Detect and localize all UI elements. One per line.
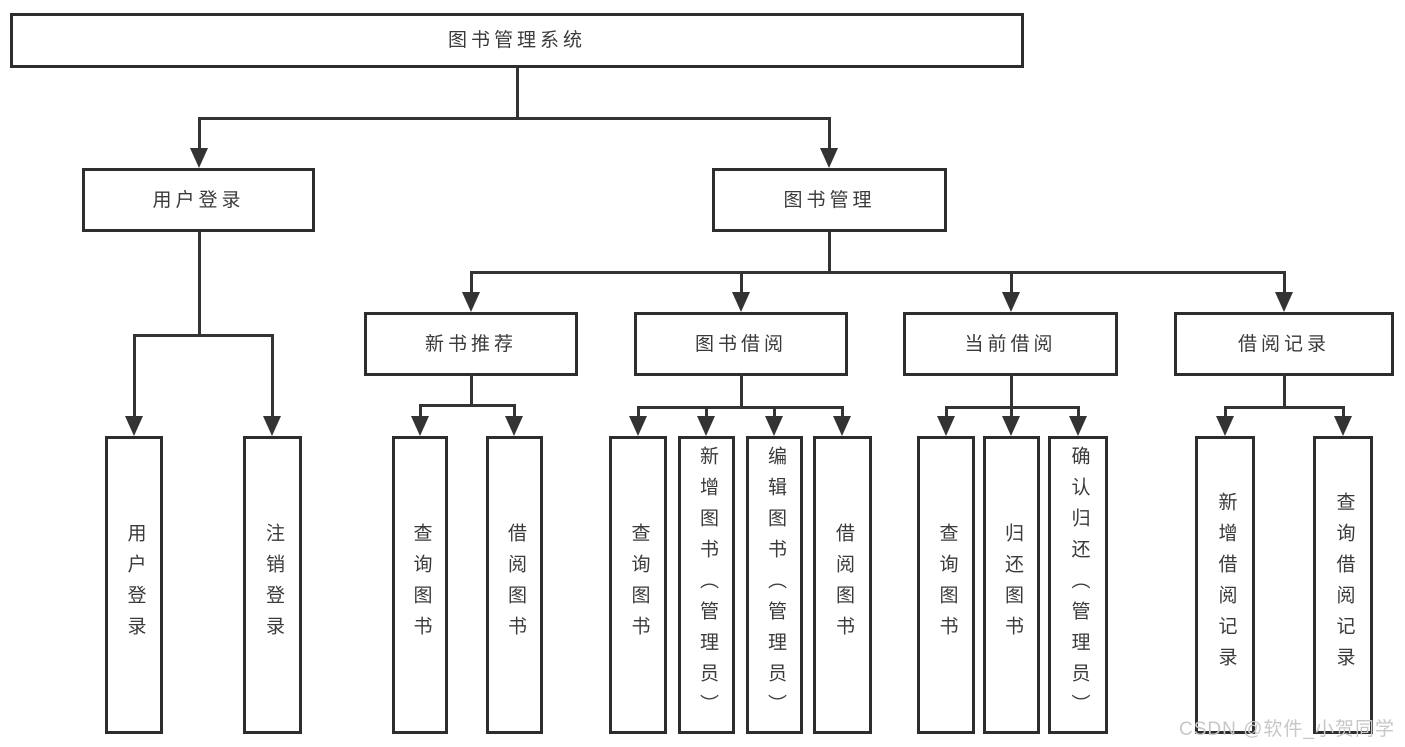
arrow-down-icon (697, 416, 715, 436)
arrow-down-icon (190, 148, 208, 168)
arrow-down-icon (629, 416, 647, 436)
connector-line (705, 406, 708, 422)
connector-line (740, 373, 743, 408)
connector-line (1342, 406, 1345, 422)
leaf-borrow-books-recommend: 借阅图书 (486, 436, 543, 734)
connector-line (945, 406, 948, 422)
leaf-logout: 注销登录 (243, 436, 302, 734)
connector-line (419, 404, 422, 422)
connector-line (637, 406, 640, 422)
arrow-down-icon (820, 148, 838, 168)
arrow-down-icon (1002, 292, 1020, 312)
watermark: CSDN @软件_小贺同学 (1179, 719, 1395, 740)
connector-line (513, 404, 516, 422)
leaf-user-login: 用户登录 (105, 436, 163, 734)
node-label: 图书管理系统 (447, 30, 586, 51)
connector-line (198, 231, 201, 337)
connector-line (841, 406, 844, 422)
arrow-down-icon (1069, 416, 1087, 436)
leaf-label: 编辑图书（管理员） (764, 445, 786, 725)
leaf-borrow-books-borrowing: 借阅图书 (813, 436, 872, 734)
connector-line (470, 271, 1286, 274)
arrow-down-icon (732, 292, 750, 312)
connector-line (828, 117, 831, 155)
leaf-label: 借阅图书 (504, 523, 526, 647)
leaf-edit-book-admin: 编辑图书（管理员） (746, 436, 803, 734)
arrow-down-icon (125, 416, 143, 436)
node-label: 图书借阅 (694, 333, 787, 355)
leaf-add-borrow-record: 新增借阅记录 (1195, 436, 1255, 734)
connector-line (828, 231, 831, 274)
arrow-down-icon (833, 416, 851, 436)
arrow-down-icon (937, 416, 955, 436)
leaf-query-books-current: 查询图书 (917, 436, 975, 734)
connector-line (1077, 406, 1080, 422)
arrow-down-icon (1334, 416, 1352, 436)
arrow-down-icon (505, 416, 523, 436)
node-book-management: 图书管理 (712, 168, 947, 232)
leaf-label: 用户登录 (124, 523, 146, 647)
connector-line (470, 271, 473, 299)
leaf-label: 查询借阅记录 (1333, 492, 1355, 678)
arrow-down-icon (765, 416, 783, 436)
node-new-book-recommendation: 新书推荐 (364, 312, 578, 376)
node-borrowing-records: 借阅记录 (1174, 312, 1394, 376)
node-label: 图书管理 (783, 189, 876, 211)
leaf-label: 查询图书 (936, 523, 958, 647)
leaf-label: 查询图书 (410, 523, 432, 647)
leaf-label: 新增图书（管理员） (696, 445, 718, 725)
leaf-return-book: 归还图书 (983, 436, 1040, 734)
leaf-query-books-recommend: 查询图书 (392, 436, 448, 734)
leaf-confirm-return-admin: 确认归还（管理员） (1048, 436, 1108, 734)
connector-line (1224, 406, 1345, 409)
connector-line (419, 404, 516, 407)
connector-line (1283, 373, 1286, 408)
node-label: 当前借阅 (964, 333, 1057, 355)
leaf-label: 归还图书 (1001, 523, 1023, 647)
arrow-down-icon (1275, 292, 1293, 312)
connector-line (271, 334, 274, 422)
node-current-borrowing: 当前借阅 (903, 312, 1118, 376)
node-label: 借阅记录 (1237, 333, 1330, 355)
connector-line (1010, 271, 1013, 299)
connector-line (133, 334, 274, 337)
connector-line (1283, 271, 1286, 299)
connector-line (740, 271, 743, 299)
connector-line (198, 117, 831, 120)
connector-line (516, 68, 519, 118)
connector-line (637, 406, 844, 409)
node-book-borrowing: 图书借阅 (634, 312, 848, 376)
connector-line (133, 334, 136, 422)
leaf-query-books-borrowing: 查询图书 (609, 436, 667, 734)
connector-line (1010, 373, 1013, 408)
arrow-down-icon (1002, 416, 1020, 436)
connector-line (1224, 406, 1227, 422)
node-library-management-system: 图书管理系统 (10, 13, 1024, 68)
leaf-label: 查询图书 (628, 523, 650, 647)
connector-line (773, 406, 776, 422)
leaf-query-borrow-record: 查询借阅记录 (1313, 436, 1373, 734)
arrow-down-icon (1216, 416, 1234, 436)
node-label: 新书推荐 (424, 333, 517, 355)
leaf-label: 注销登录 (262, 523, 284, 647)
node-label: 用户登录 (152, 189, 245, 211)
leaf-add-book-admin: 新增图书（管理员） (678, 436, 735, 734)
arrow-down-icon (411, 416, 429, 436)
connector-line (198, 117, 201, 155)
arrow-down-icon (263, 416, 281, 436)
arrow-down-icon (462, 292, 480, 312)
leaf-label: 确认归还（管理员） (1068, 445, 1090, 725)
connector-line (1010, 406, 1013, 422)
node-user-login: 用户登录 (82, 168, 315, 232)
connector-line (470, 373, 473, 406)
leaf-label: 借阅图书 (832, 523, 854, 647)
leaf-label: 新增借阅记录 (1215, 492, 1237, 678)
